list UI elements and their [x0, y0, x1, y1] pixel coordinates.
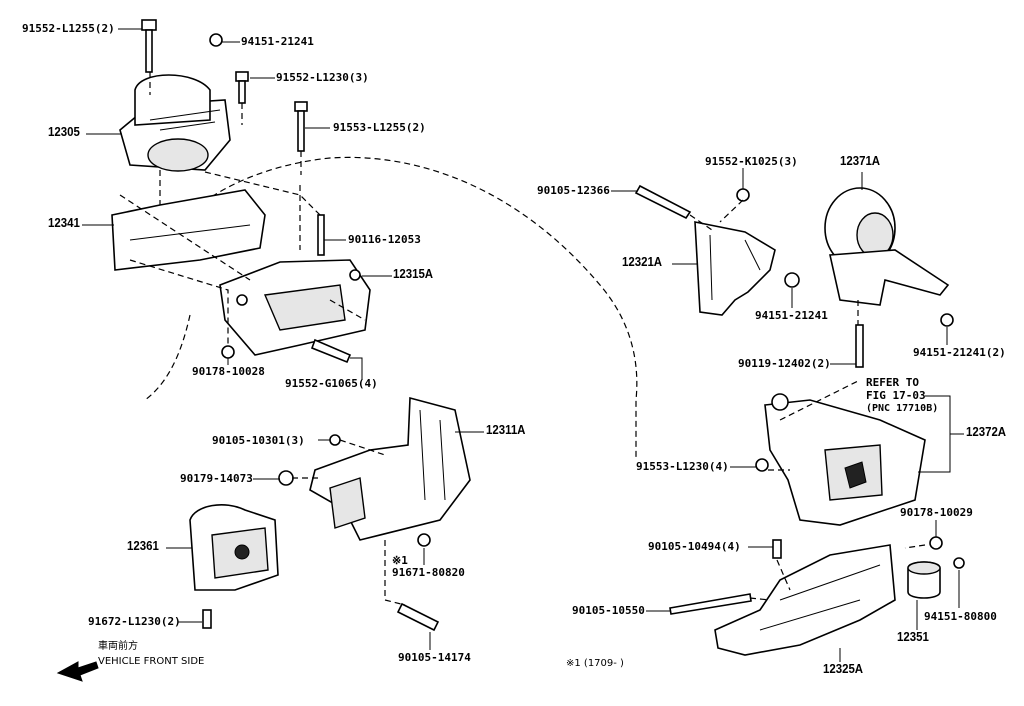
- vehicle-front-jp: 車両前方: [98, 641, 138, 652]
- label-90105-10550: 90105-10550: [572, 604, 645, 617]
- part-12341-bracket: [111, 189, 266, 271]
- label-12341: 12341: [48, 215, 80, 230]
- label-12305: 12305: [48, 124, 80, 139]
- part-12305-engine-mount: [119, 74, 231, 172]
- label-91552-L1230: 91552-L1230(3): [276, 71, 369, 84]
- label-12361: 12361: [127, 538, 159, 553]
- label-12325A: 12325A: [823, 661, 864, 676]
- refer-line-3: (PNC 17710B): [866, 403, 939, 414]
- label-91553-L1230: 91553-L1230(4): [636, 460, 729, 473]
- vehicle-front-arrow: [56, 661, 99, 682]
- part-12372A-mount: [764, 393, 926, 526]
- part-12325A-bracket: [714, 544, 896, 656]
- label-91671-80820: 91671-80820: [392, 566, 465, 579]
- label-90116-12053: 90116-12053: [348, 233, 421, 246]
- label-91553-L1255: 91553-L1255(2): [333, 121, 426, 134]
- label-91672-L1230: 91672-L1230(2): [88, 615, 181, 628]
- label-12371A: 12371A: [840, 153, 881, 168]
- part-12321A-bracket: [694, 221, 776, 316]
- label-90119-12402: 90119-12402(2): [738, 357, 831, 370]
- engine-outline: [144, 156, 638, 460]
- fasteners: [141, 19, 965, 632]
- label-90178-10029: 90178-10029: [900, 506, 973, 519]
- label-94151-80800: 94151-80800: [924, 610, 997, 623]
- label-94151-21241-mid: 94151-21241: [755, 309, 828, 322]
- footnote-mark-1: ※1: [392, 554, 408, 567]
- label-12321A: 12321A: [622, 254, 663, 269]
- label-12315A: 12315A: [393, 266, 434, 281]
- assembly-dashed-lines: [119, 72, 926, 606]
- label-12311A: 12311A: [486, 422, 526, 437]
- label-90179-14073: 90179-14073: [180, 472, 253, 485]
- label-90105-10494: 90105-10494(4): [648, 540, 741, 553]
- label-12372A: 12372A: [966, 424, 1007, 439]
- label-90105-14174: 90105-14174: [398, 651, 471, 664]
- leader-lines: [82, 28, 964, 662]
- part-12315A-bracket: [219, 259, 371, 356]
- label-94151-21241-right: 94151-21241(2): [913, 346, 1006, 359]
- label-91552-G1065: 91552-G1065(4): [285, 377, 378, 390]
- vehicle-front-en: VEHICLE FRONT SIDE: [98, 656, 205, 667]
- part-12371A-insulator: [824, 187, 950, 306]
- label-94151-21241-top: 94151-21241: [241, 35, 314, 48]
- label-90105-12366: 90105-12366: [537, 184, 610, 197]
- refer-line-1: REFER TO: [866, 376, 919, 389]
- part-12311A-bracket: [309, 396, 471, 541]
- part-12351-bushing: [907, 561, 941, 599]
- label-90178-10028: 90178-10028: [192, 365, 265, 378]
- footnote-text: ※1 (1709- ): [566, 658, 624, 669]
- label-91552-K1025: 91552-K1025(3): [705, 155, 798, 168]
- label-91552-L1255: 91552-L1255(2): [22, 22, 115, 35]
- refer-line-2: FIG 17-03: [866, 389, 926, 402]
- label-12351: 12351: [897, 629, 929, 644]
- label-90105-10301: 90105-10301(3): [212, 434, 305, 447]
- part-12361-stopper: [189, 504, 279, 591]
